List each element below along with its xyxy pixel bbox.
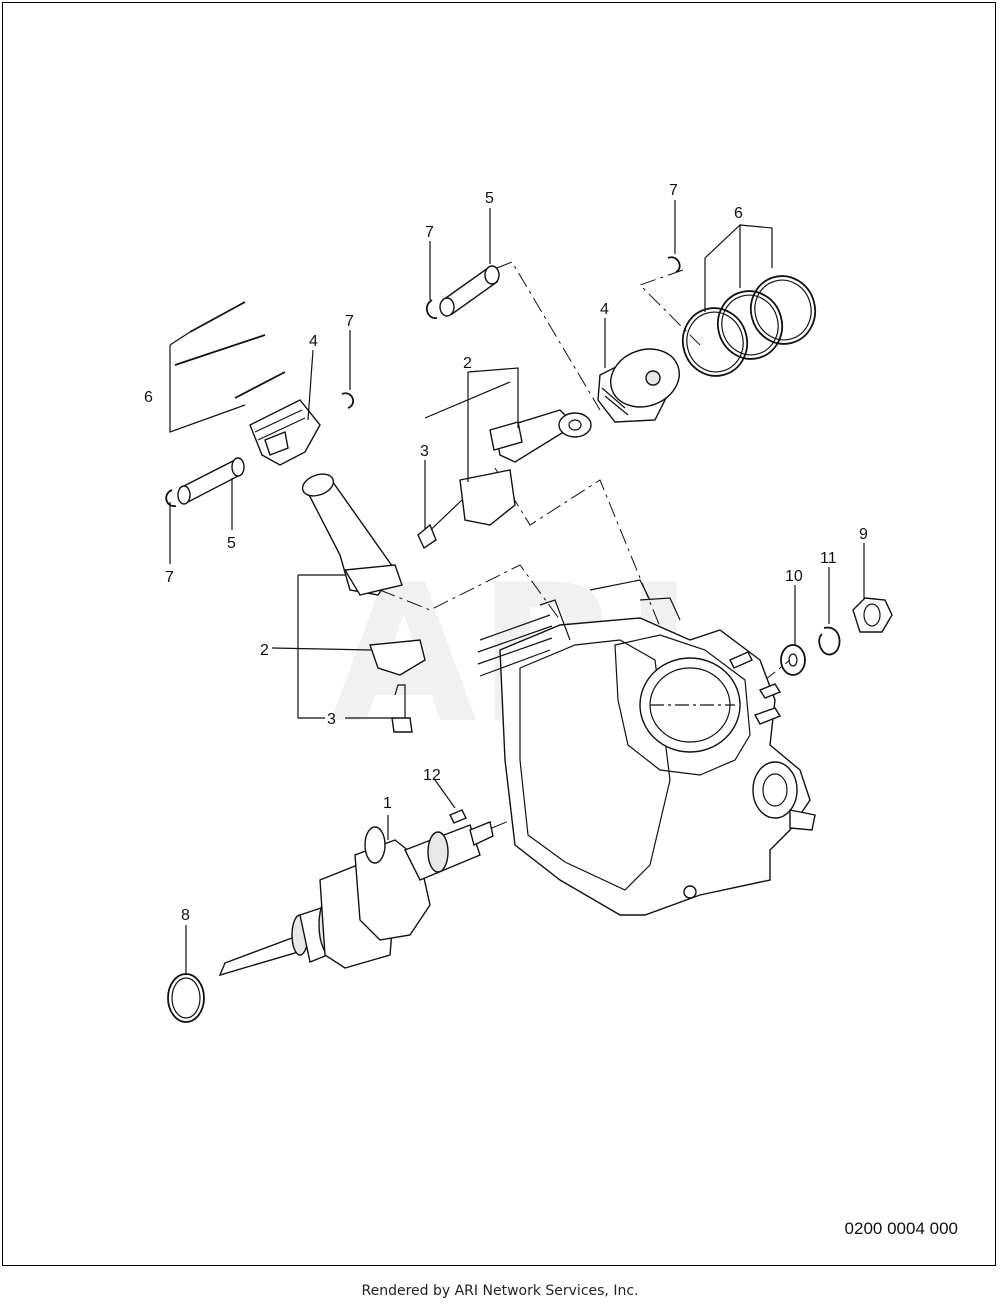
callout-washer: 10 — [785, 568, 803, 585]
piston-pin-left — [177, 457, 245, 505]
callout-rod-bolt-left: 3 — [327, 711, 336, 728]
callout-rings-right: 6 — [734, 205, 743, 222]
washer — [780, 644, 806, 676]
callout-clip-left-top: 7 — [345, 313, 354, 330]
connecting-rod-left — [301, 473, 426, 733]
circlip-left-bottom — [165, 489, 177, 507]
render-credit: Rendered by ARI Network Services, Inc. — [361, 1283, 639, 1299]
callout-piston-right: 4 — [600, 301, 609, 318]
callout-clip-right-a: 7 — [425, 224, 434, 241]
callout-lock-washer: 11 — [820, 550, 837, 567]
drawing-number: 0200 0004 000 — [844, 1219, 958, 1238]
diagram-frame — [2, 2, 996, 1266]
piston-rings-right — [681, 275, 817, 377]
woodruff-key — [449, 809, 467, 824]
engine-block — [477, 579, 816, 916]
connecting-rod-right — [417, 409, 592, 550]
callout-rod-bolt-right: 3 — [420, 443, 429, 460]
callout-crankshaft: 1 — [383, 795, 392, 812]
piston-right — [597, 348, 680, 423]
callout-numbers: 1 2 2 3 3 4 4 5 5 6 6 7 7 7 7 8 9 10 11 … — [144, 182, 868, 924]
nut — [852, 597, 893, 633]
o-ring — [167, 973, 205, 1023]
callout-clip-right-b: 7 — [669, 182, 678, 199]
callout-pin-right: 5 — [485, 190, 494, 207]
callout-rod-cap-left: 2 — [260, 642, 269, 659]
callout-clip-left-bottom: 7 — [165, 569, 174, 586]
callout-oring: 8 — [181, 907, 190, 924]
callout-piston-left: 4 — [309, 333, 318, 350]
piston-pin-right — [439, 265, 500, 317]
lock-washer — [818, 626, 841, 656]
callout-nut: 9 — [859, 526, 868, 543]
circlip-right — [667, 256, 681, 273]
crankshaft — [218, 821, 494, 977]
callout-key: 12 — [423, 767, 441, 784]
piston-left — [249, 399, 321, 466]
callout-rings-left: 6 — [144, 389, 153, 406]
piston-rings-left — [174, 301, 286, 399]
callout-rod-cap-right: 2 — [463, 355, 472, 372]
circlip-left-top — [341, 392, 355, 409]
circlip-right-pin — [425, 299, 438, 319]
callout-pin-left: 5 — [227, 535, 236, 552]
leader-lines — [169, 200, 865, 975]
